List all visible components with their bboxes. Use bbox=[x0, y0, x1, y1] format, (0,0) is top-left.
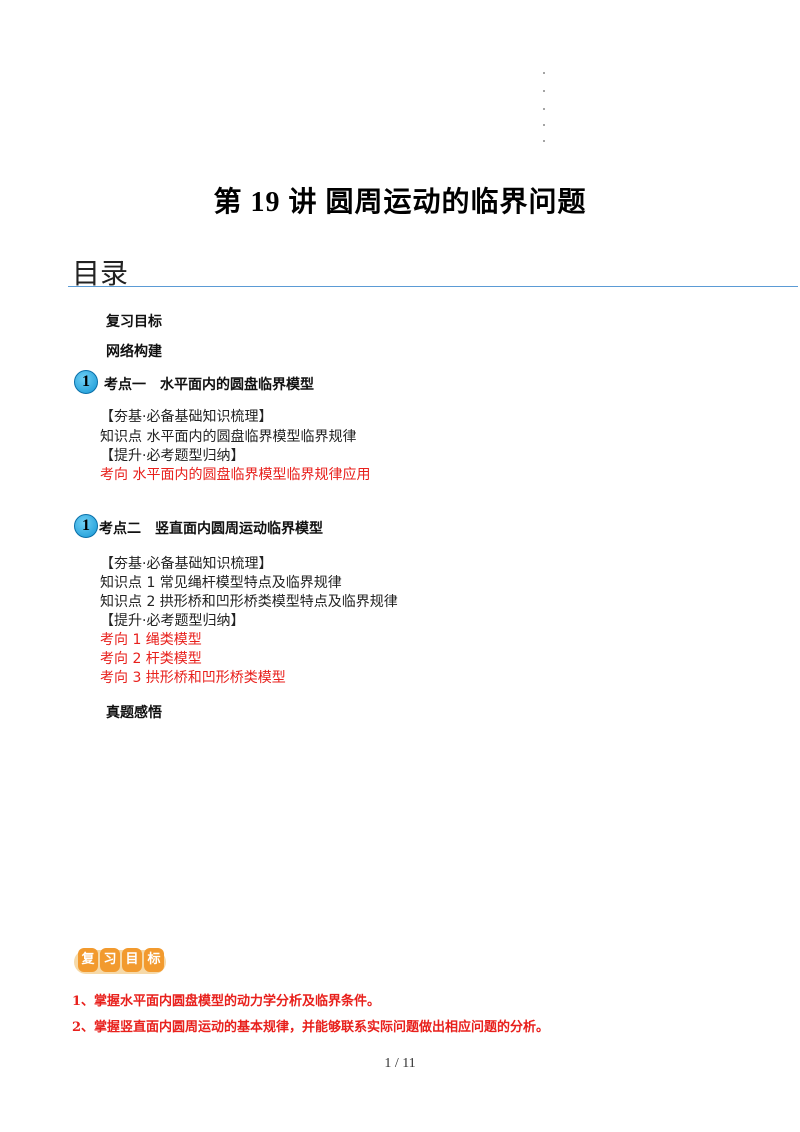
page-number: 1 / 11 bbox=[384, 1056, 416, 1071]
badge-char: 习 bbox=[100, 948, 120, 972]
toc-line[interactable]: 【提升·必考题型归纳】 bbox=[100, 613, 245, 629]
toc-item-real-questions[interactable]: 真题感悟 bbox=[106, 705, 162, 721]
toc-line[interactable]: 知识点 2 拱形桥和凹形桥类模型特点及临界规律 bbox=[100, 594, 398, 610]
toc-line[interactable]: 【夯基·必备基础知识梳理】 bbox=[100, 556, 273, 572]
toc-line-red[interactable]: 考向 1 绳类模型 bbox=[100, 632, 202, 648]
badge-char: 标 bbox=[144, 948, 164, 972]
toc-item-review-goal[interactable]: 复习目标 bbox=[106, 314, 162, 330]
toc-divider bbox=[68, 286, 798, 287]
toc-line-red[interactable]: 考向 2 杆类模型 bbox=[100, 651, 202, 667]
toc-line[interactable]: 知识点 1 常见绳杆模型特点及临界规律 bbox=[100, 575, 342, 591]
toc-line-red[interactable]: 考向 3 拱形桥和凹形桥类模型 bbox=[100, 670, 286, 686]
badge-char: 复 bbox=[78, 948, 98, 972]
toc-line[interactable]: 【夯基·必备基础知识梳理】 bbox=[100, 409, 273, 425]
goal-item-1: 1、掌握水平面内圆盘模型的动力学分析及临界条件。 bbox=[72, 994, 381, 1009]
goal-item-2: 2、掌握竖直面内圆周运动的基本规律，并能够联系实际问题做出相应问题的分析。 bbox=[72, 1020, 550, 1035]
toc-item-network[interactable]: 网络构建 bbox=[106, 344, 162, 360]
toc-item-section2[interactable]: 考点二 竖直面内圆周运动临界模型 bbox=[99, 521, 323, 537]
badge-char: 目 bbox=[122, 948, 142, 972]
toc-line[interactable]: 【提升·必考题型归纳】 bbox=[100, 448, 245, 464]
section-number-badge-2: 1 bbox=[74, 514, 98, 538]
review-goal-badge: 复 习 目 标 bbox=[74, 946, 166, 976]
toc-item-section1[interactable]: 考点一 水平面内的圆盘临界模型 bbox=[104, 377, 314, 393]
toc-heading: 目录 bbox=[72, 257, 129, 290]
page-title: 第 19 讲 圆周运动的临界问题 bbox=[213, 187, 587, 218]
decorative-dots bbox=[541, 68, 547, 148]
section-number-badge-1: 1 bbox=[74, 370, 98, 394]
toc-line-red[interactable]: 考向 水平面内的圆盘临界模型临界规律应用 bbox=[100, 467, 371, 483]
toc-line[interactable]: 知识点 水平面内的圆盘临界模型临界规律 bbox=[100, 429, 357, 445]
